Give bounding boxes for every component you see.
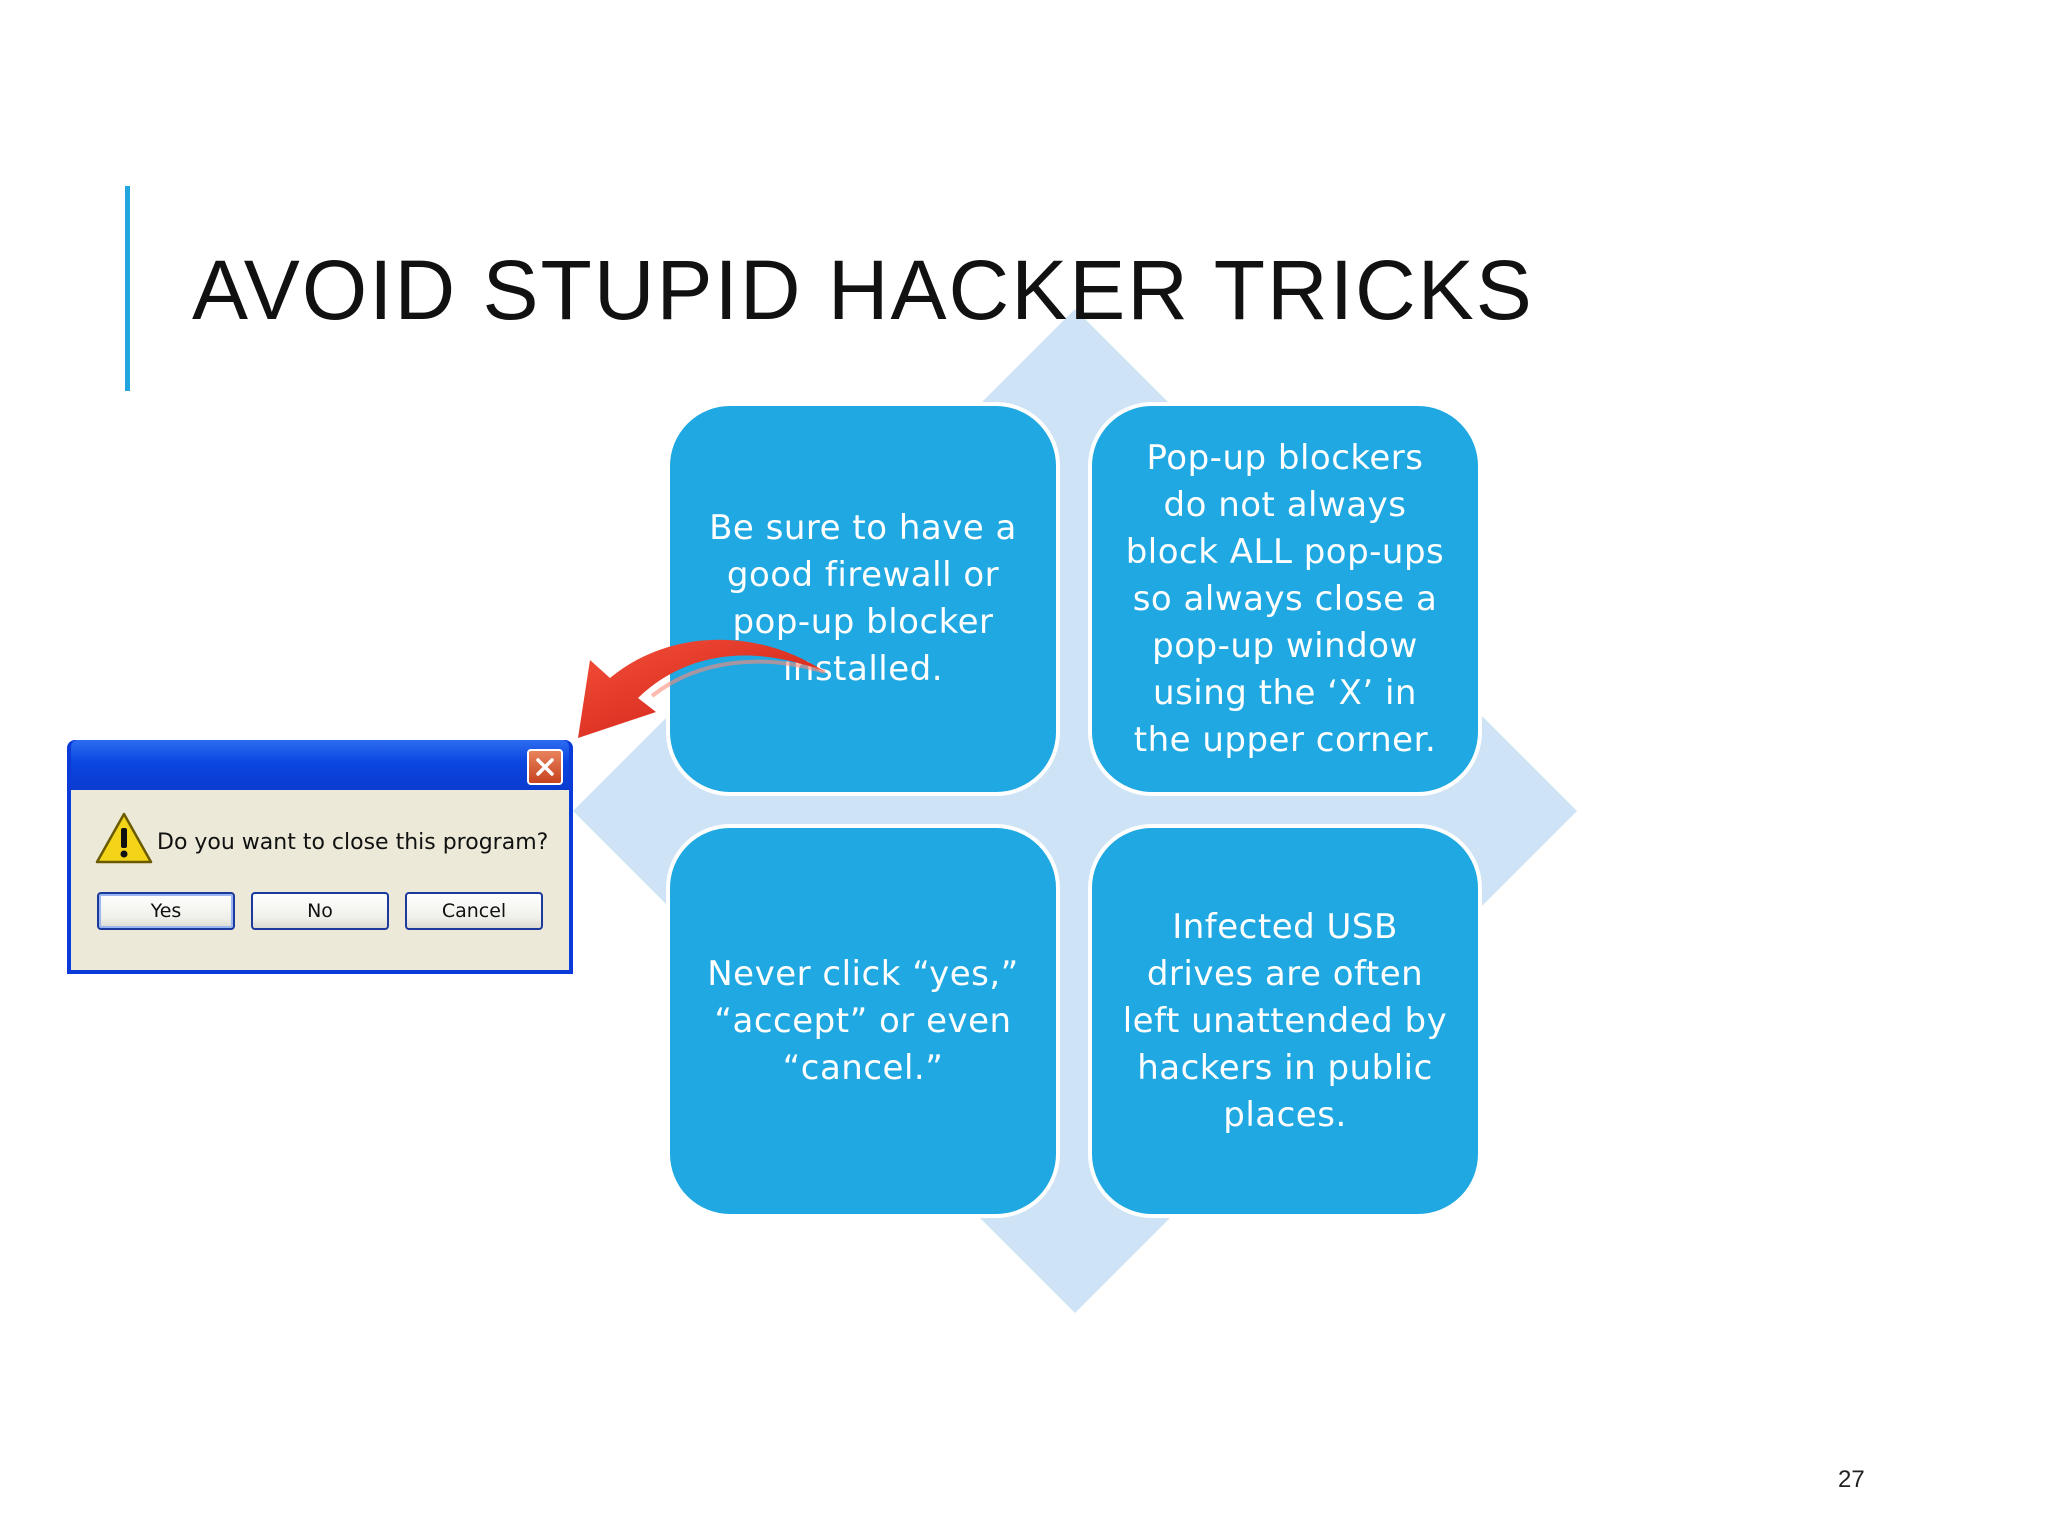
no-button[interactable]: No [251, 892, 389, 930]
matrix-box-firewall: Be sure to have a good firewall or pop-u… [666, 402, 1060, 796]
dialog-message: Do you want to close this program? [157, 830, 549, 855]
matrix-box-text: Infected USB drives are often left unatt… [1122, 906, 1448, 1135]
cancel-button[interactable]: Cancel [405, 892, 543, 930]
warning-icon [95, 812, 153, 864]
matrix-box-usb-drives: Infected USB drives are often left unatt… [1088, 824, 1482, 1218]
matrix-box-text: Be sure to have a good firewall or pop-u… [709, 508, 1017, 689]
close-program-dialog: Do you want to close this program? Yes N… [67, 740, 573, 974]
matrix-box-text: Never click “yes,” “accept” or even “can… [707, 953, 1019, 1088]
matrix-box-popup-blockers: Pop-up blockers do not always block ALL … [1088, 402, 1482, 796]
curved-arrow-icon [578, 639, 826, 738]
yes-button[interactable]: Yes [97, 892, 235, 930]
matrix-box-never-click: Never click “yes,” “accept” or even “can… [666, 824, 1060, 1218]
slide-title: AVOID STUPID HACKER TRICKS [192, 243, 1534, 337]
page-number: 27 [1838, 1466, 1865, 1493]
matrix-box-text: Pop-up blockers do not always block ALL … [1125, 437, 1445, 760]
close-icon[interactable] [527, 749, 563, 785]
dialog-titlebar[interactable] [71, 740, 569, 790]
title-accent-bar [125, 186, 130, 391]
dialog-body: Do you want to close this program? Yes N… [71, 790, 569, 970]
